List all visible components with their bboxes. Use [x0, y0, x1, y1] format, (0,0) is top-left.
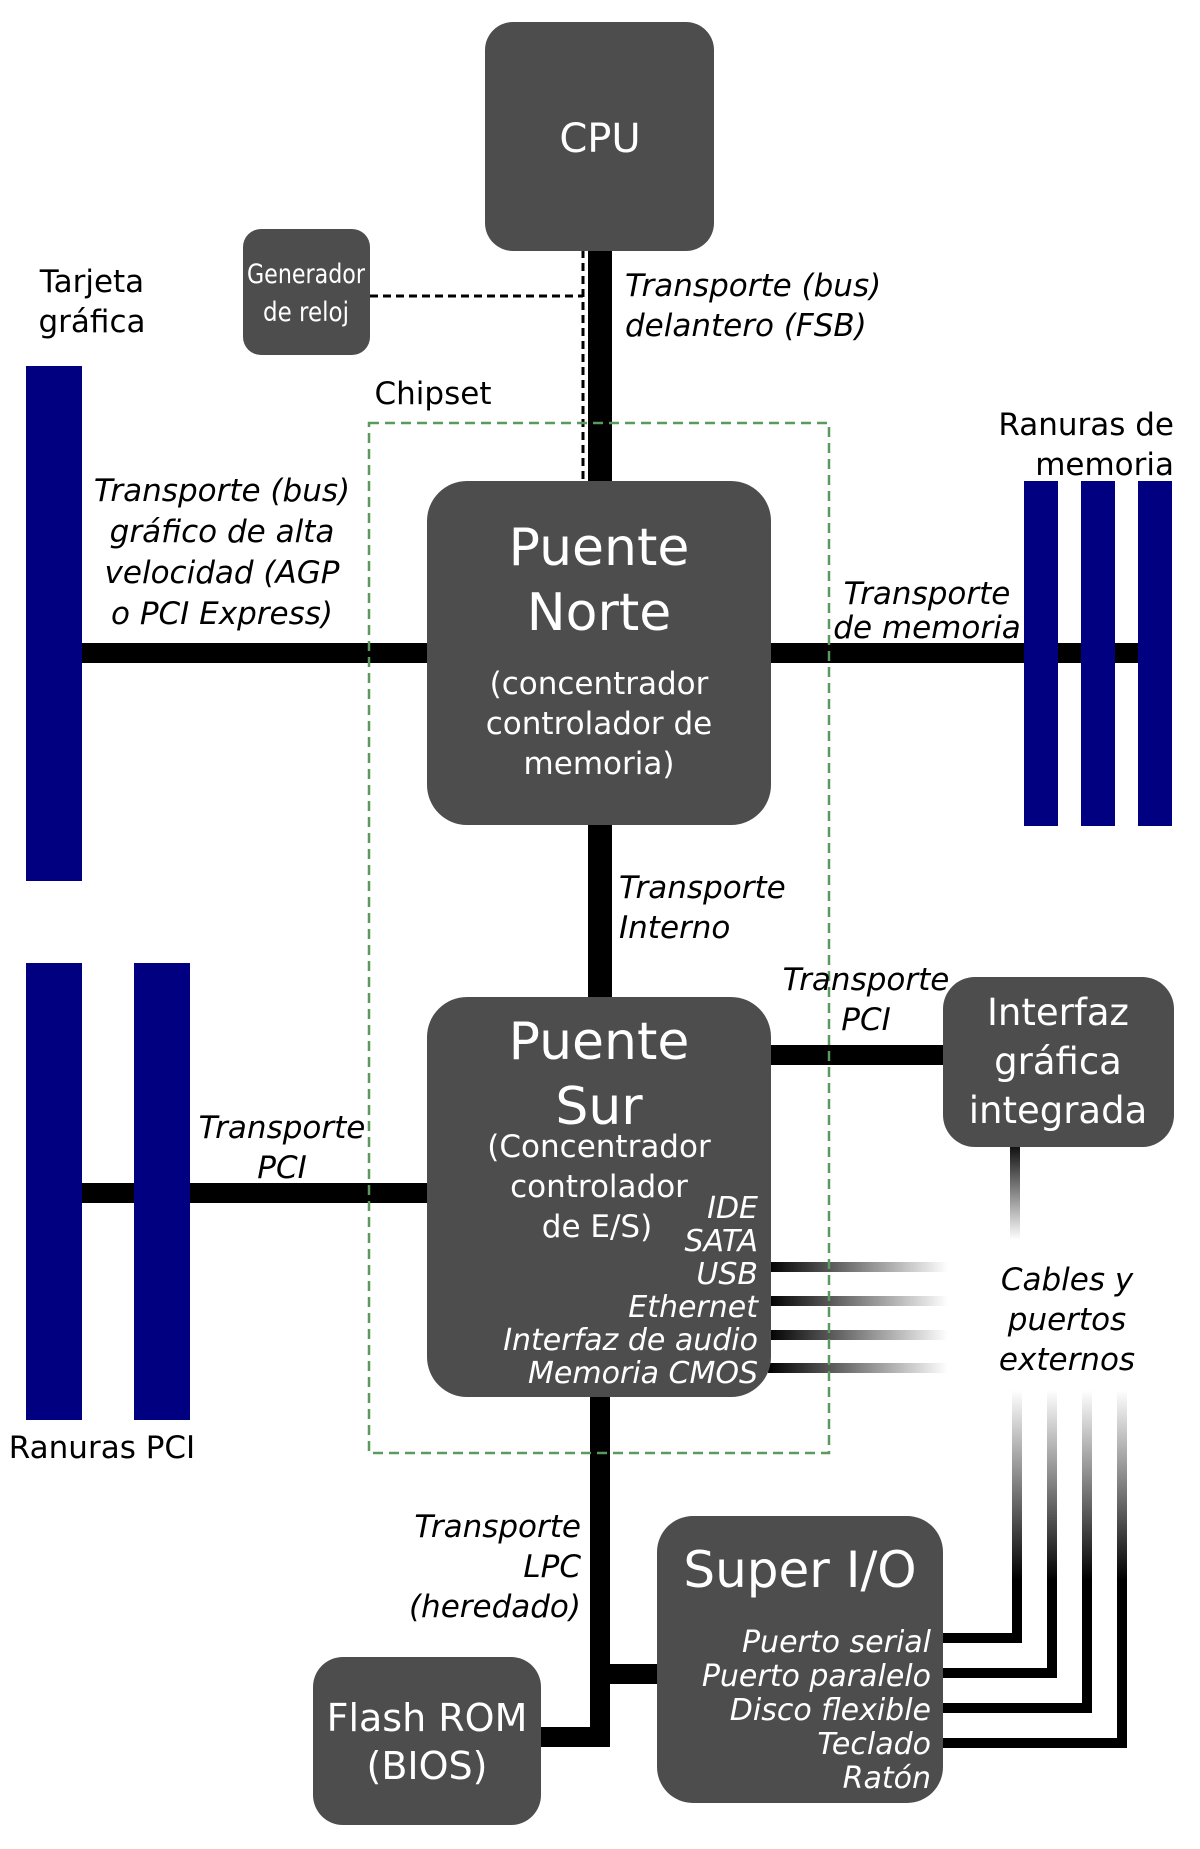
super-io-port-serial: Puerto serial: [742, 1625, 932, 1660]
flash-rom-box: Flash ROM (BIOS): [313, 1657, 541, 1825]
south-port-ide: IDE: [707, 1191, 758, 1226]
super-io-port-floppy: Disco flexible: [730, 1693, 931, 1728]
pci-slot-2: [134, 963, 190, 1420]
graphics-card-slot: [26, 366, 82, 881]
memory-slot-3: [1138, 481, 1172, 826]
pci-left-label-line2: PCI: [257, 1150, 306, 1186]
integrated-graphics-box: Interfaz gráfica integrada: [943, 977, 1174, 1147]
north-bridge-subtitle-line3: memoria): [524, 746, 675, 782]
super-io-title: Super I/O: [683, 1541, 916, 1599]
south-port-line-cmos: [768, 1363, 948, 1373]
north-bridge-subtitle-line1: (concentrador: [490, 666, 709, 702]
south-port-line-audio: [768, 1330, 948, 1340]
south-bridge-subtitle-line2: controlador: [510, 1169, 688, 1205]
internal-bus-label-line1: Transporte: [619, 870, 786, 906]
external-label-line1: Cables y: [1001, 1262, 1134, 1298]
chipset-label: Chipset: [375, 376, 492, 412]
super-io-port-mouse: Ratón: [843, 1761, 931, 1796]
lpc-bus-to-superio-line: [600, 1664, 660, 1684]
internal-bus-line: [588, 820, 612, 1000]
lpc-label-line2: LPC: [523, 1549, 581, 1585]
memory-slot-1: [1024, 481, 1058, 826]
south-bridge-title-line1: Puente: [509, 1012, 690, 1072]
graphics-card-label-line2: gráfica: [39, 304, 146, 340]
flash-rom-line2: (BIOS): [367, 1744, 488, 1788]
pci-right-label-line2: PCI: [841, 1002, 890, 1038]
memory-bus-label-line2: de memoria: [833, 610, 1020, 646]
agp-label-line2: gráfico de alta: [110, 514, 335, 550]
fsb-label-line1: Transporte (bus): [625, 268, 881, 304]
agp-bus-line: [82, 643, 432, 663]
south-port-ethernet: Ethernet: [628, 1290, 759, 1325]
agp-label-line3: velocidad (AGP: [105, 555, 340, 591]
south-bridge-subtitle-line3: de E/S): [542, 1209, 652, 1245]
south-bridge-box: Puente Sur (Concentrador controlador de …: [427, 997, 771, 1397]
external-label-line3: externos: [999, 1342, 1135, 1378]
super-io-port-parallel: Puerto paralelo: [702, 1659, 931, 1694]
pci-slots-label: Ranuras PCI: [9, 1430, 195, 1466]
integrated-graphics-line3: integrada: [969, 1089, 1148, 1132]
south-port-usb: USB: [696, 1257, 758, 1292]
pci-left-label-line1: Transporte: [199, 1110, 366, 1146]
cpu-label: CPU: [559, 116, 640, 162]
flash-rom-line1: Flash ROM: [327, 1696, 528, 1740]
south-port-cmos: Memoria CMOS: [528, 1356, 758, 1391]
pci-slot-1: [26, 963, 82, 1420]
pci-right-label-line1: Transporte: [783, 962, 950, 998]
south-bridge-title-line2: Sur: [555, 1077, 643, 1137]
chipset-region: [367, 421, 831, 1455]
clock-label-line1: Generador: [247, 259, 366, 290]
lpc-bus-vertical-line: [590, 1390, 610, 1747]
south-port-line-ethernet: [768, 1296, 948, 1306]
south-port-audio: Interfaz de audio: [503, 1323, 758, 1358]
graphics-output-line: [1010, 1140, 1020, 1240]
clock-generator-box: Generador de reloj: [243, 229, 370, 355]
internal-bus-label-line2: Interno: [619, 910, 730, 946]
memory-bus-label-line1: Transporte: [844, 576, 1011, 612]
lpc-bus-to-flash-line: [538, 1727, 610, 1747]
agp-label-line1: Transporte (bus): [94, 473, 350, 509]
south-port-line-usb: [768, 1262, 948, 1272]
memory-slots-label-line1: Ranuras de: [998, 407, 1174, 443]
lpc-label-line1: Transporte: [414, 1509, 581, 1545]
cpu-box: CPU: [485, 22, 714, 251]
clock-label-line2: de reloj: [263, 297, 349, 328]
super-io-port-keyboard: Teclado: [817, 1727, 931, 1762]
south-port-sata: SATA: [685, 1224, 758, 1259]
memory-slot-2: [1081, 481, 1115, 826]
south-bridge-subtitle-line1: (Concentrador: [487, 1129, 711, 1165]
fsb-label-line2: delantero (FSB): [625, 308, 867, 344]
lpc-label-line3: (heredado): [409, 1589, 581, 1625]
agp-label-line4: o PCI Express): [111, 596, 333, 632]
memory-slots-label-line2: memoria: [1035, 447, 1174, 483]
fsb-bus-line: [588, 250, 612, 485]
north-bridge-title-line1: Puente: [509, 518, 690, 578]
integrated-graphics-line1: Interfaz: [987, 991, 1129, 1034]
north-bridge-subtitle-line2: controlador de: [486, 706, 712, 742]
external-label-line2: puertos: [1007, 1302, 1126, 1338]
superio-external-lines: [940, 1390, 1127, 1748]
integrated-graphics-line2: gráfica: [994, 1040, 1122, 1083]
super-io-box: Super I/O Puerto serial Puerto paralelo …: [657, 1516, 943, 1803]
north-bridge-title-line2: Norte: [527, 583, 671, 643]
north-bridge-box: Puente Norte (concentrador controlador d…: [427, 481, 771, 825]
graphics-card-label-line1: Tarjeta: [39, 264, 144, 300]
pci-bus-right-line: [768, 1045, 948, 1065]
